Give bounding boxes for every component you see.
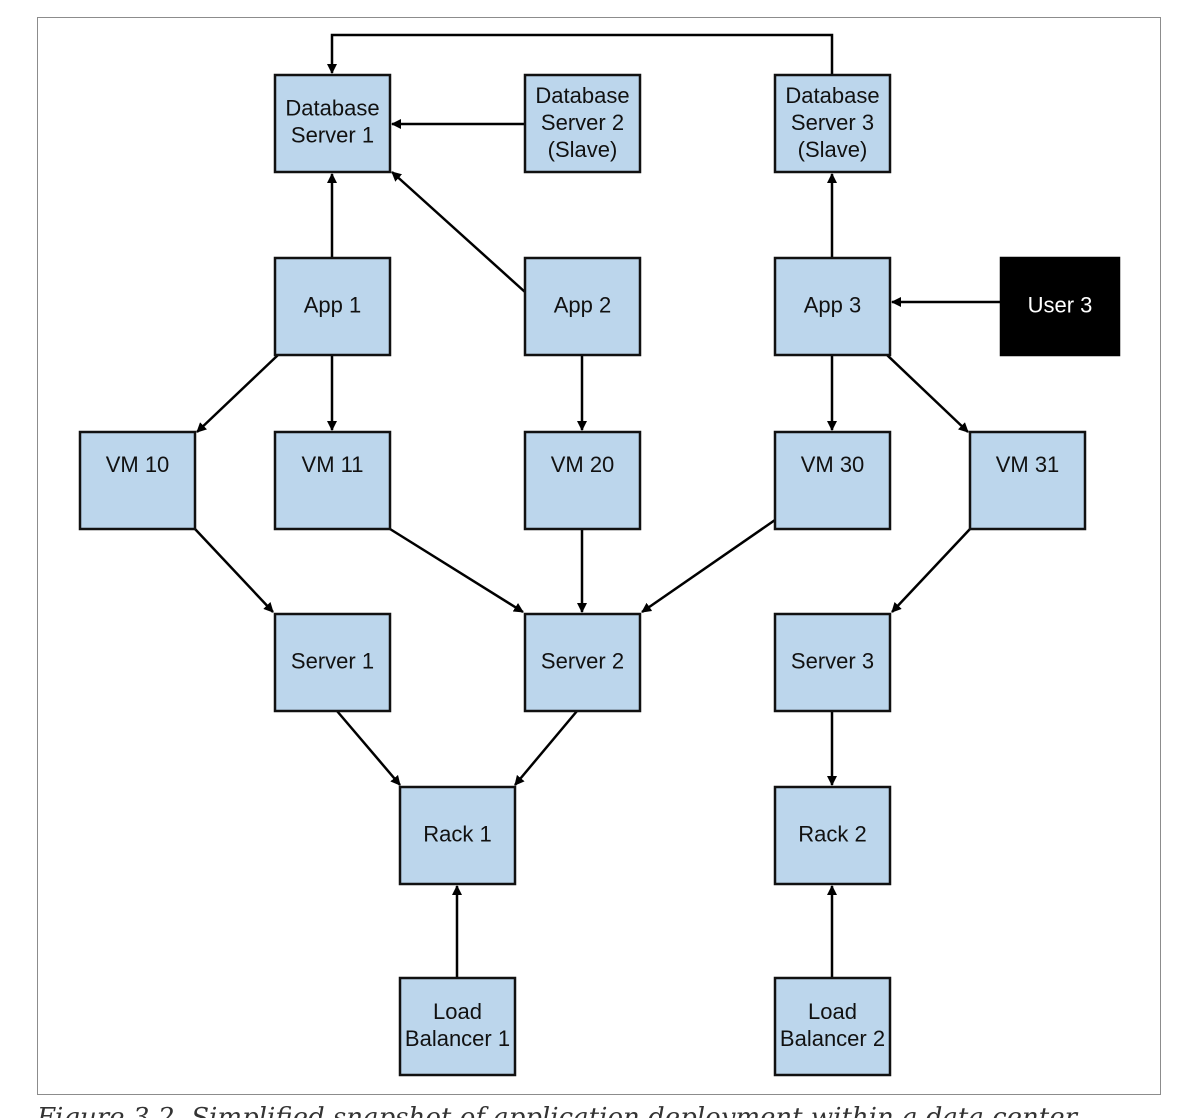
node-vm11: VM 11 [273,430,392,531]
node-label-rack1: Rack 1 [423,821,491,846]
node-vm20: VM 20 [523,430,642,531]
node-box-vm11 [273,430,392,531]
node-box-srv1 [273,612,392,713]
node-app2: App 2 [523,256,642,357]
node-label-db3: Server 3 [791,110,874,135]
node-label-vm30: VM 30 [801,452,865,477]
node-label-db2: (Slave) [548,137,618,162]
node-label-vm11: VM 11 [302,452,364,477]
node-label-vm10: VM 10 [106,452,170,477]
node-box-vm20 [523,430,642,531]
node-box-db3 [773,73,892,174]
node-label-srv3: Server 3 [791,648,874,673]
edge-srv2-to-rack1 [514,710,578,786]
edge-vm11-to-srv2 [389,527,524,614]
edge-srv1-to-rack1 [336,710,401,786]
node-box-vm31 [968,430,1087,531]
node-app1: App 1 [273,256,392,357]
edges-layer [194,33,1001,978]
node-box-lb2 [773,976,892,1077]
edge-app3-to-vm31 [886,354,969,433]
node-box-rack2 [773,785,892,886]
node-srv3: Server 3 [773,612,892,713]
node-box-user3 [999,256,1121,357]
node-label-db2: Server 2 [541,110,624,135]
node-app3: App 3 [773,256,892,357]
node-box-db2 [523,73,642,174]
node-label-db3: Database [785,83,879,108]
node-box-srv3 [773,612,892,713]
node-srv1: Server 1 [273,612,392,713]
node-label-db1: Server 1 [291,122,374,147]
node-label-vm20: VM 20 [551,452,615,477]
node-label-app1: App 1 [304,292,362,317]
edge-vm10-to-srv1 [194,528,274,613]
edge-app1-to-vm10 [196,354,279,433]
node-label-app2: App 2 [554,292,612,317]
node-label-lb2: Load [808,999,857,1024]
node-vm30: VM 30 [773,430,892,531]
node-box-app3 [773,256,892,357]
edge-app2-to-db1 [391,171,526,293]
node-srv2: Server 2 [523,612,642,713]
node-label-user3: User 3 [1028,292,1093,317]
node-label-srv1: Server 1 [291,648,374,673]
node-label-db1: Database [285,95,379,120]
node-box-db1 [273,73,392,174]
node-label-db2: Database [535,83,629,108]
node-box-lb1 [398,976,517,1077]
node-box-app2 [523,256,642,357]
figure-caption: Figure 3-2. Simplified snapshot of appli… [37,1103,1078,1118]
node-box-app1 [273,256,392,357]
node-label-lb2: Balancer 2 [780,1026,885,1051]
figure-frame [37,17,1161,1095]
node-user3: User 3 [999,256,1121,357]
node-label-app3: App 3 [804,292,862,317]
node-rack1: Rack 1 [398,785,517,886]
node-label-srv2: Server 2 [541,648,624,673]
edge-vm31-to-srv3 [891,528,971,613]
node-rack2: Rack 2 [773,785,892,886]
edge-vm30-to-srv2 [641,518,776,614]
node-label-lb1: Load [433,999,482,1024]
node-vm10: VM 10 [78,430,197,531]
edge-db3-to-db1 [327,33,834,75]
node-label-vm31: VM 31 [996,452,1060,477]
node-vm31: VM 31 [968,430,1087,531]
node-box-vm30 [773,430,892,531]
node-label-rack2: Rack 2 [798,821,866,846]
node-label-db3: (Slave) [798,137,868,162]
node-label-lb1: Balancer 1 [405,1026,510,1051]
node-box-rack1 [398,785,517,886]
node-box-srv2 [523,612,642,713]
node-box-vm10 [78,430,197,531]
